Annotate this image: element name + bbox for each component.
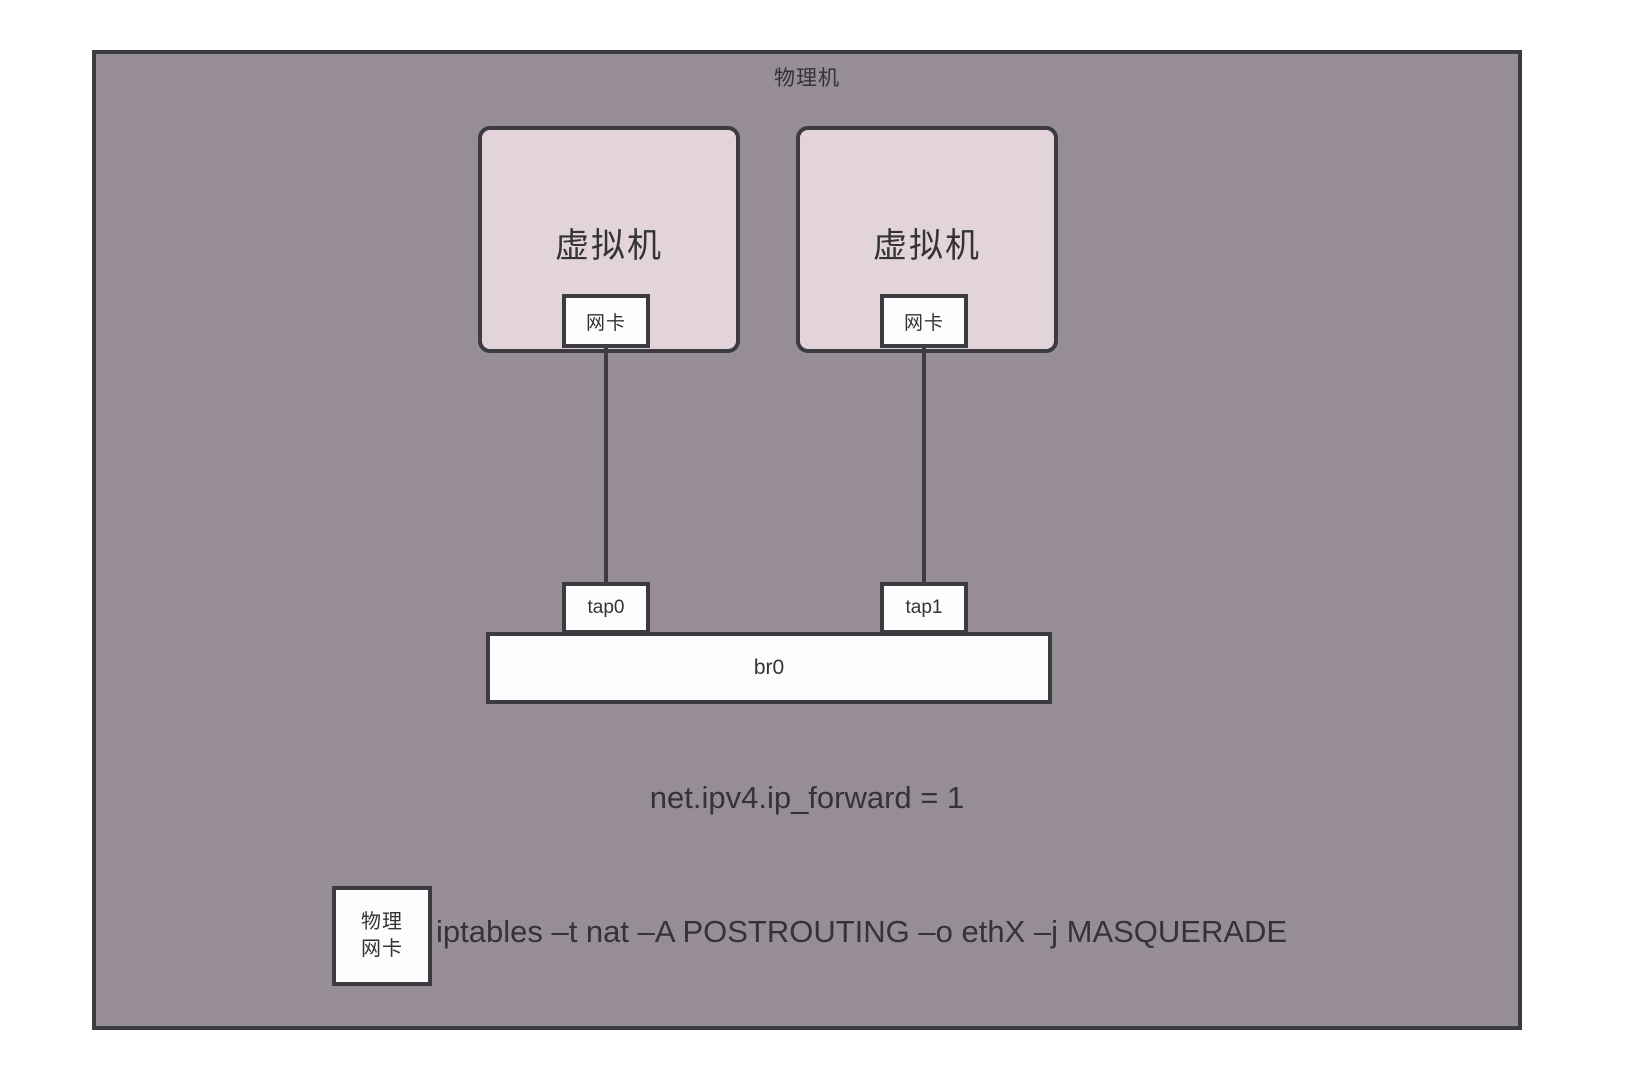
vm-nic-box-1: 网卡 [880, 294, 968, 348]
bridge-box-br0: br0 [486, 632, 1052, 704]
physical-nic-label-line2: 网卡 [361, 938, 403, 960]
virtual-machine-label-0: 虚拟机 [555, 227, 663, 265]
tap-interface-box-tap0: tap0 [562, 582, 650, 634]
connector-line-nic0-tap0 [604, 348, 608, 586]
tap-interface-box-tap1: tap1 [880, 582, 968, 634]
sysctl-ip-forward-text: net.ipv4.ip_forward = 1 [649, 780, 965, 815]
connector-line-nic1-tap1 [922, 348, 926, 586]
vm-nic-box-0: 网卡 [562, 294, 650, 348]
physical-nic-label-line1: 物理 [361, 911, 403, 933]
physical-host-container: 物理机 虚拟机 虚拟机 网卡 网卡 br0 tap0 tap1 net.ipv4… [92, 50, 1522, 1030]
physical-host-title: 物理机 [774, 67, 840, 90]
iptables-command-text: iptables –t nat –A POSTROUTING –o ethX –… [436, 914, 1288, 949]
virtual-machine-label-1: 虚拟机 [873, 227, 981, 265]
physical-nic-box: 物理 网卡 [332, 886, 432, 986]
